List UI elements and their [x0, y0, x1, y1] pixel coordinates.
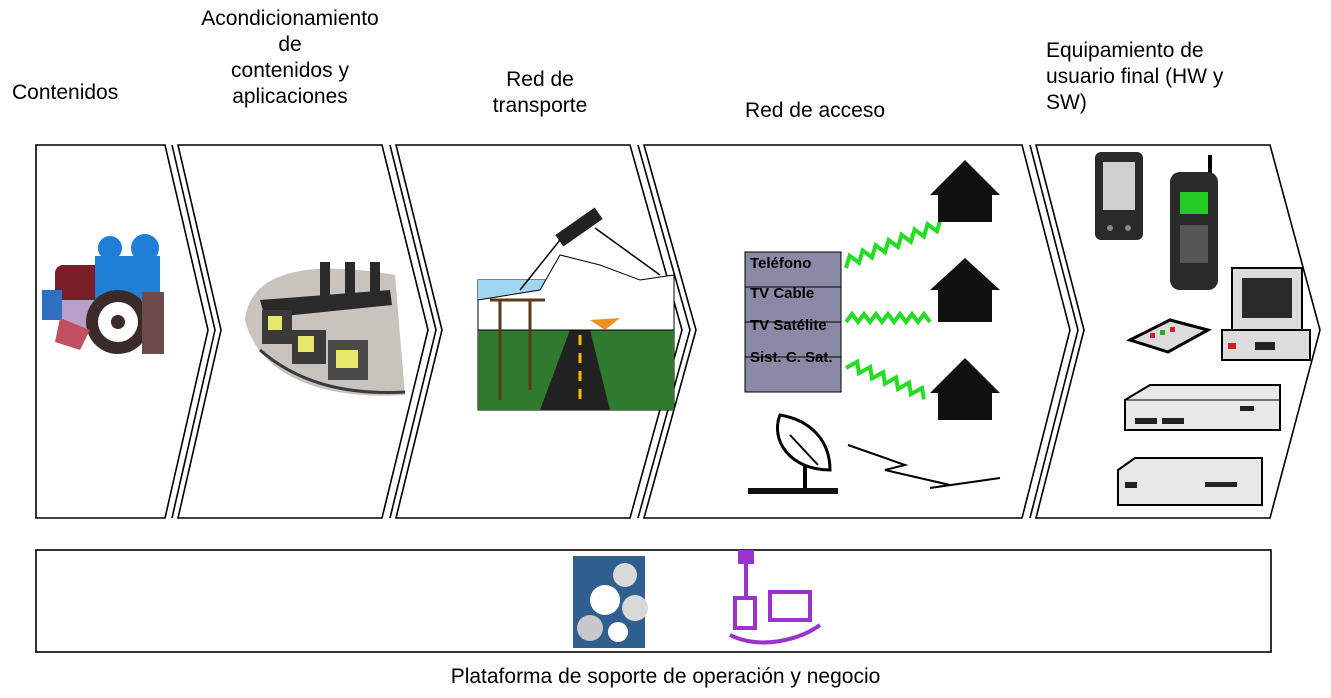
stage-label-line: contenidos y — [231, 59, 349, 82]
chevron-contenidos — [35, 144, 209, 519]
lightning-icon — [847, 444, 1001, 489]
chevron-red-transporte-inner — [637, 144, 691, 519]
platform-box — [35, 549, 1272, 653]
desktop-computer-icon — [1221, 267, 1311, 361]
chevron-acondicionamiento — [176, 144, 429, 519]
chevron-red-transporte — [394, 144, 683, 519]
pda-icon — [1095, 152, 1143, 240]
stage-label-equipamiento: Equipamiento de usuario final (HW y SW) — [1046, 38, 1223, 116]
stage-label-line: usuario final (HW y — [1046, 65, 1224, 88]
house-icon — [930, 160, 1000, 222]
signal-waves — [844, 218, 943, 400]
access-service-sist-c-sat: Sist. C. Sat. — [750, 349, 833, 366]
stage-label-contenidos: Contenidos — [12, 81, 119, 104]
red-transporte-clipart — [477, 207, 675, 411]
satellite-dish-icon — [748, 413, 838, 494]
stage-label-line: Equipamiento de — [1046, 39, 1204, 62]
stage-label-line: Red de — [506, 68, 574, 91]
platform-label: Plataforma de soporte de operación y neg… — [450, 665, 881, 688]
stage-label-line: Acondicionamiento — [201, 7, 379, 30]
stage-label-line: aplicaciones — [232, 85, 348, 108]
access-service-telefono: Teléfono — [750, 255, 811, 272]
access-panel — [744, 251, 842, 393]
stage-label-line: de — [278, 33, 302, 56]
chevron-contenidos-inner — [171, 144, 216, 519]
signal-wave-bottom — [845, 358, 926, 400]
chevron-equipamiento — [1034, 144, 1321, 519]
access-service-tv-satelite: TV Satélite — [750, 317, 827, 334]
platform-gears-icon — [573, 556, 648, 648]
signal-wave-top — [844, 218, 943, 269]
modem-icon — [1126, 318, 1213, 354]
contenidos-clipart — [42, 234, 164, 354]
signal-wave-mid — [844, 310, 932, 326]
house-icon — [930, 358, 1000, 420]
stage-label-line: transporte — [492, 94, 588, 117]
chevrons — [35, 144, 1321, 519]
houses — [930, 160, 1000, 420]
set-top-box-icon — [1124, 384, 1281, 431]
house-icon — [930, 258, 1000, 322]
chevron-acondicionamiento-inner — [389, 144, 437, 519]
acondicionamiento-clipart — [245, 262, 406, 396]
chevron-red-acceso — [642, 144, 1071, 519]
chevron-red-acceso-inner — [1029, 144, 1079, 519]
access-service-tv-cable: TV Cable — [750, 285, 814, 302]
platform-phone-computer-icon — [729, 550, 822, 645]
stage-label-red-transporte: Red de transporte — [460, 67, 620, 119]
receiver-box-icon — [1117, 457, 1263, 506]
mobile-phone-icon — [1170, 155, 1218, 290]
stage-label-red-acceso: Red de acceso — [744, 99, 886, 122]
stage-label-acondicionamiento: Acondicionamiento de contenidos y aplica… — [170, 6, 410, 110]
stage-label-line: SW) — [1046, 91, 1087, 114]
